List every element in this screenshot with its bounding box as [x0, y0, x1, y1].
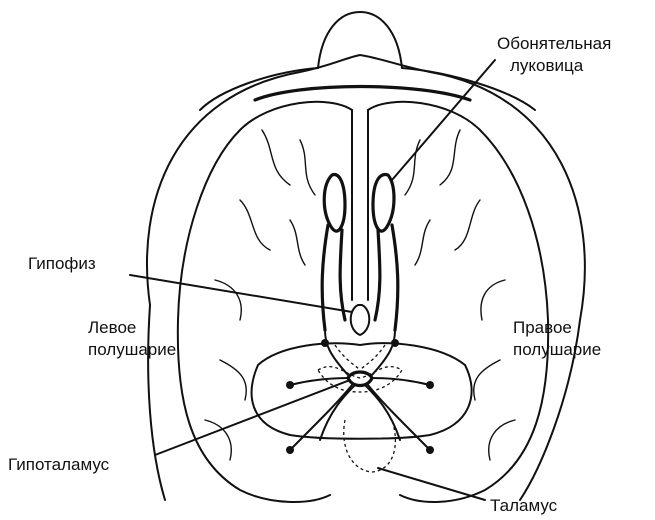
thalamus-label: Таламус [490, 496, 557, 516]
hypothalamus-label: Гипоталамус [8, 455, 109, 475]
pituitary [351, 305, 370, 335]
pituitary-label: Гипофиз [28, 254, 96, 274]
hypothalamus-knot [348, 372, 372, 386]
node-right-top [391, 339, 399, 347]
fiber-left-lower [290, 385, 352, 450]
node-left-top [321, 339, 329, 347]
thalamus [344, 420, 396, 472]
gyri-right-1 [440, 130, 505, 320]
midline [352, 110, 368, 300]
fiber-right-top [372, 330, 395, 375]
gyri-left-2 [205, 140, 315, 460]
olfactory-bulb-label-line2: луковица [510, 56, 583, 76]
fiber-right-down [365, 385, 400, 440]
basal-lobe [252, 343, 472, 439]
node-left-outer [286, 381, 294, 389]
skull-outline-left-lower [148, 305, 165, 500]
fiber-right-lower [368, 385, 430, 450]
node-right-outer [426, 381, 434, 389]
left-hemisphere-outline [178, 102, 352, 502]
head-band [255, 87, 470, 101]
node-right-lower [426, 446, 434, 454]
olfactory-bulb-label-line1: Обонятельная [497, 34, 611, 54]
left-olfactory-bulb [324, 175, 345, 232]
left-hemisphere-label-line2: полушарие [88, 340, 176, 360]
fiber-right-outer [372, 378, 430, 385]
left-hemisphere-label-line1: Левое [88, 318, 136, 338]
gyri-right-2 [405, 140, 515, 460]
node-left-lower [286, 446, 294, 454]
right-olfactory-bulb [373, 175, 394, 232]
fiber-left-down [320, 385, 355, 440]
leader-olfactory-bulb [392, 60, 495, 180]
snout [318, 12, 402, 68]
hypothalamus-dashed-2 [335, 345, 385, 370]
right-olfactory-tract [375, 225, 398, 330]
left-olfactory-tract [322, 225, 345, 330]
right-hemisphere-label-line2: полушарие [513, 340, 601, 360]
right-hemisphere-label-line1: Правое [513, 318, 572, 338]
leader-thalamus [378, 468, 485, 500]
